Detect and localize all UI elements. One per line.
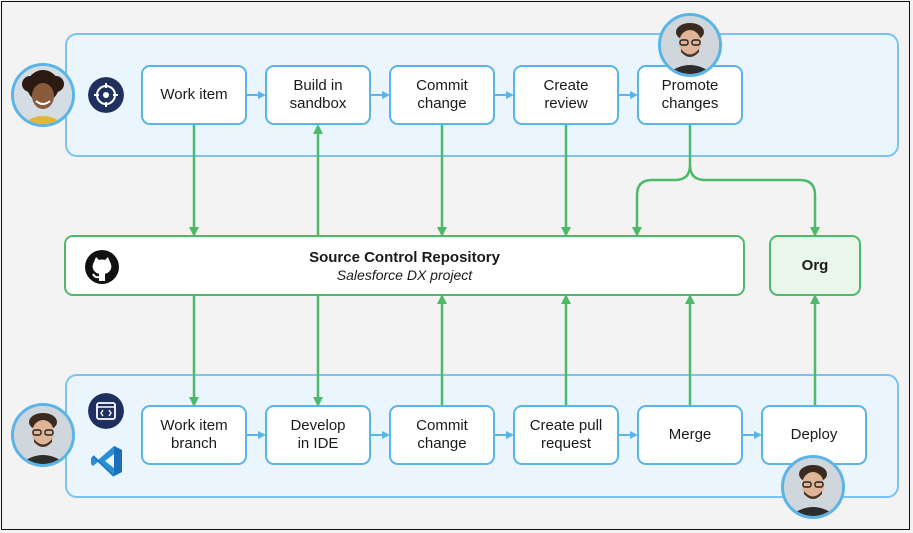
step-build-in-sandbox[interactable]: Build in sandbox <box>265 65 371 125</box>
step-work-item-branch[interactable]: Work item branch <box>141 405 247 465</box>
repository-subtitle: Salesforce DX project <box>336 267 473 283</box>
vscode-icon <box>91 446 122 477</box>
step-work-item[interactable]: Work item <box>141 65 247 125</box>
avatar-woman <box>11 63 75 127</box>
repository-arrows <box>189 124 820 407</box>
code-window-icon <box>88 393 124 429</box>
repository-title: Source Control Repository <box>309 249 500 266</box>
step-merge[interactable]: Merge <box>637 405 743 465</box>
avatar-man-bottom-right <box>781 455 845 519</box>
step-create-review[interactable]: Create review <box>513 65 619 125</box>
step-commit-change-top[interactable]: Commit change <box>389 65 495 125</box>
step-commit-change-bottom[interactable]: Commit change <box>389 405 495 465</box>
avatar-man-top <box>658 13 722 77</box>
target-icon <box>88 77 124 113</box>
source-control-repository[interactable]: Source Control Repository Salesforce DX … <box>64 235 745 296</box>
step-create-pull-request[interactable]: Create pull request <box>513 405 619 465</box>
step-promote-changes[interactable]: Promote changes <box>637 65 743 125</box>
step-develop-in-ide[interactable]: Develop in IDE <box>265 405 371 465</box>
github-icon <box>85 250 119 284</box>
avatar-man-bottom-left <box>11 403 75 467</box>
org-node[interactable]: Org <box>769 235 861 296</box>
